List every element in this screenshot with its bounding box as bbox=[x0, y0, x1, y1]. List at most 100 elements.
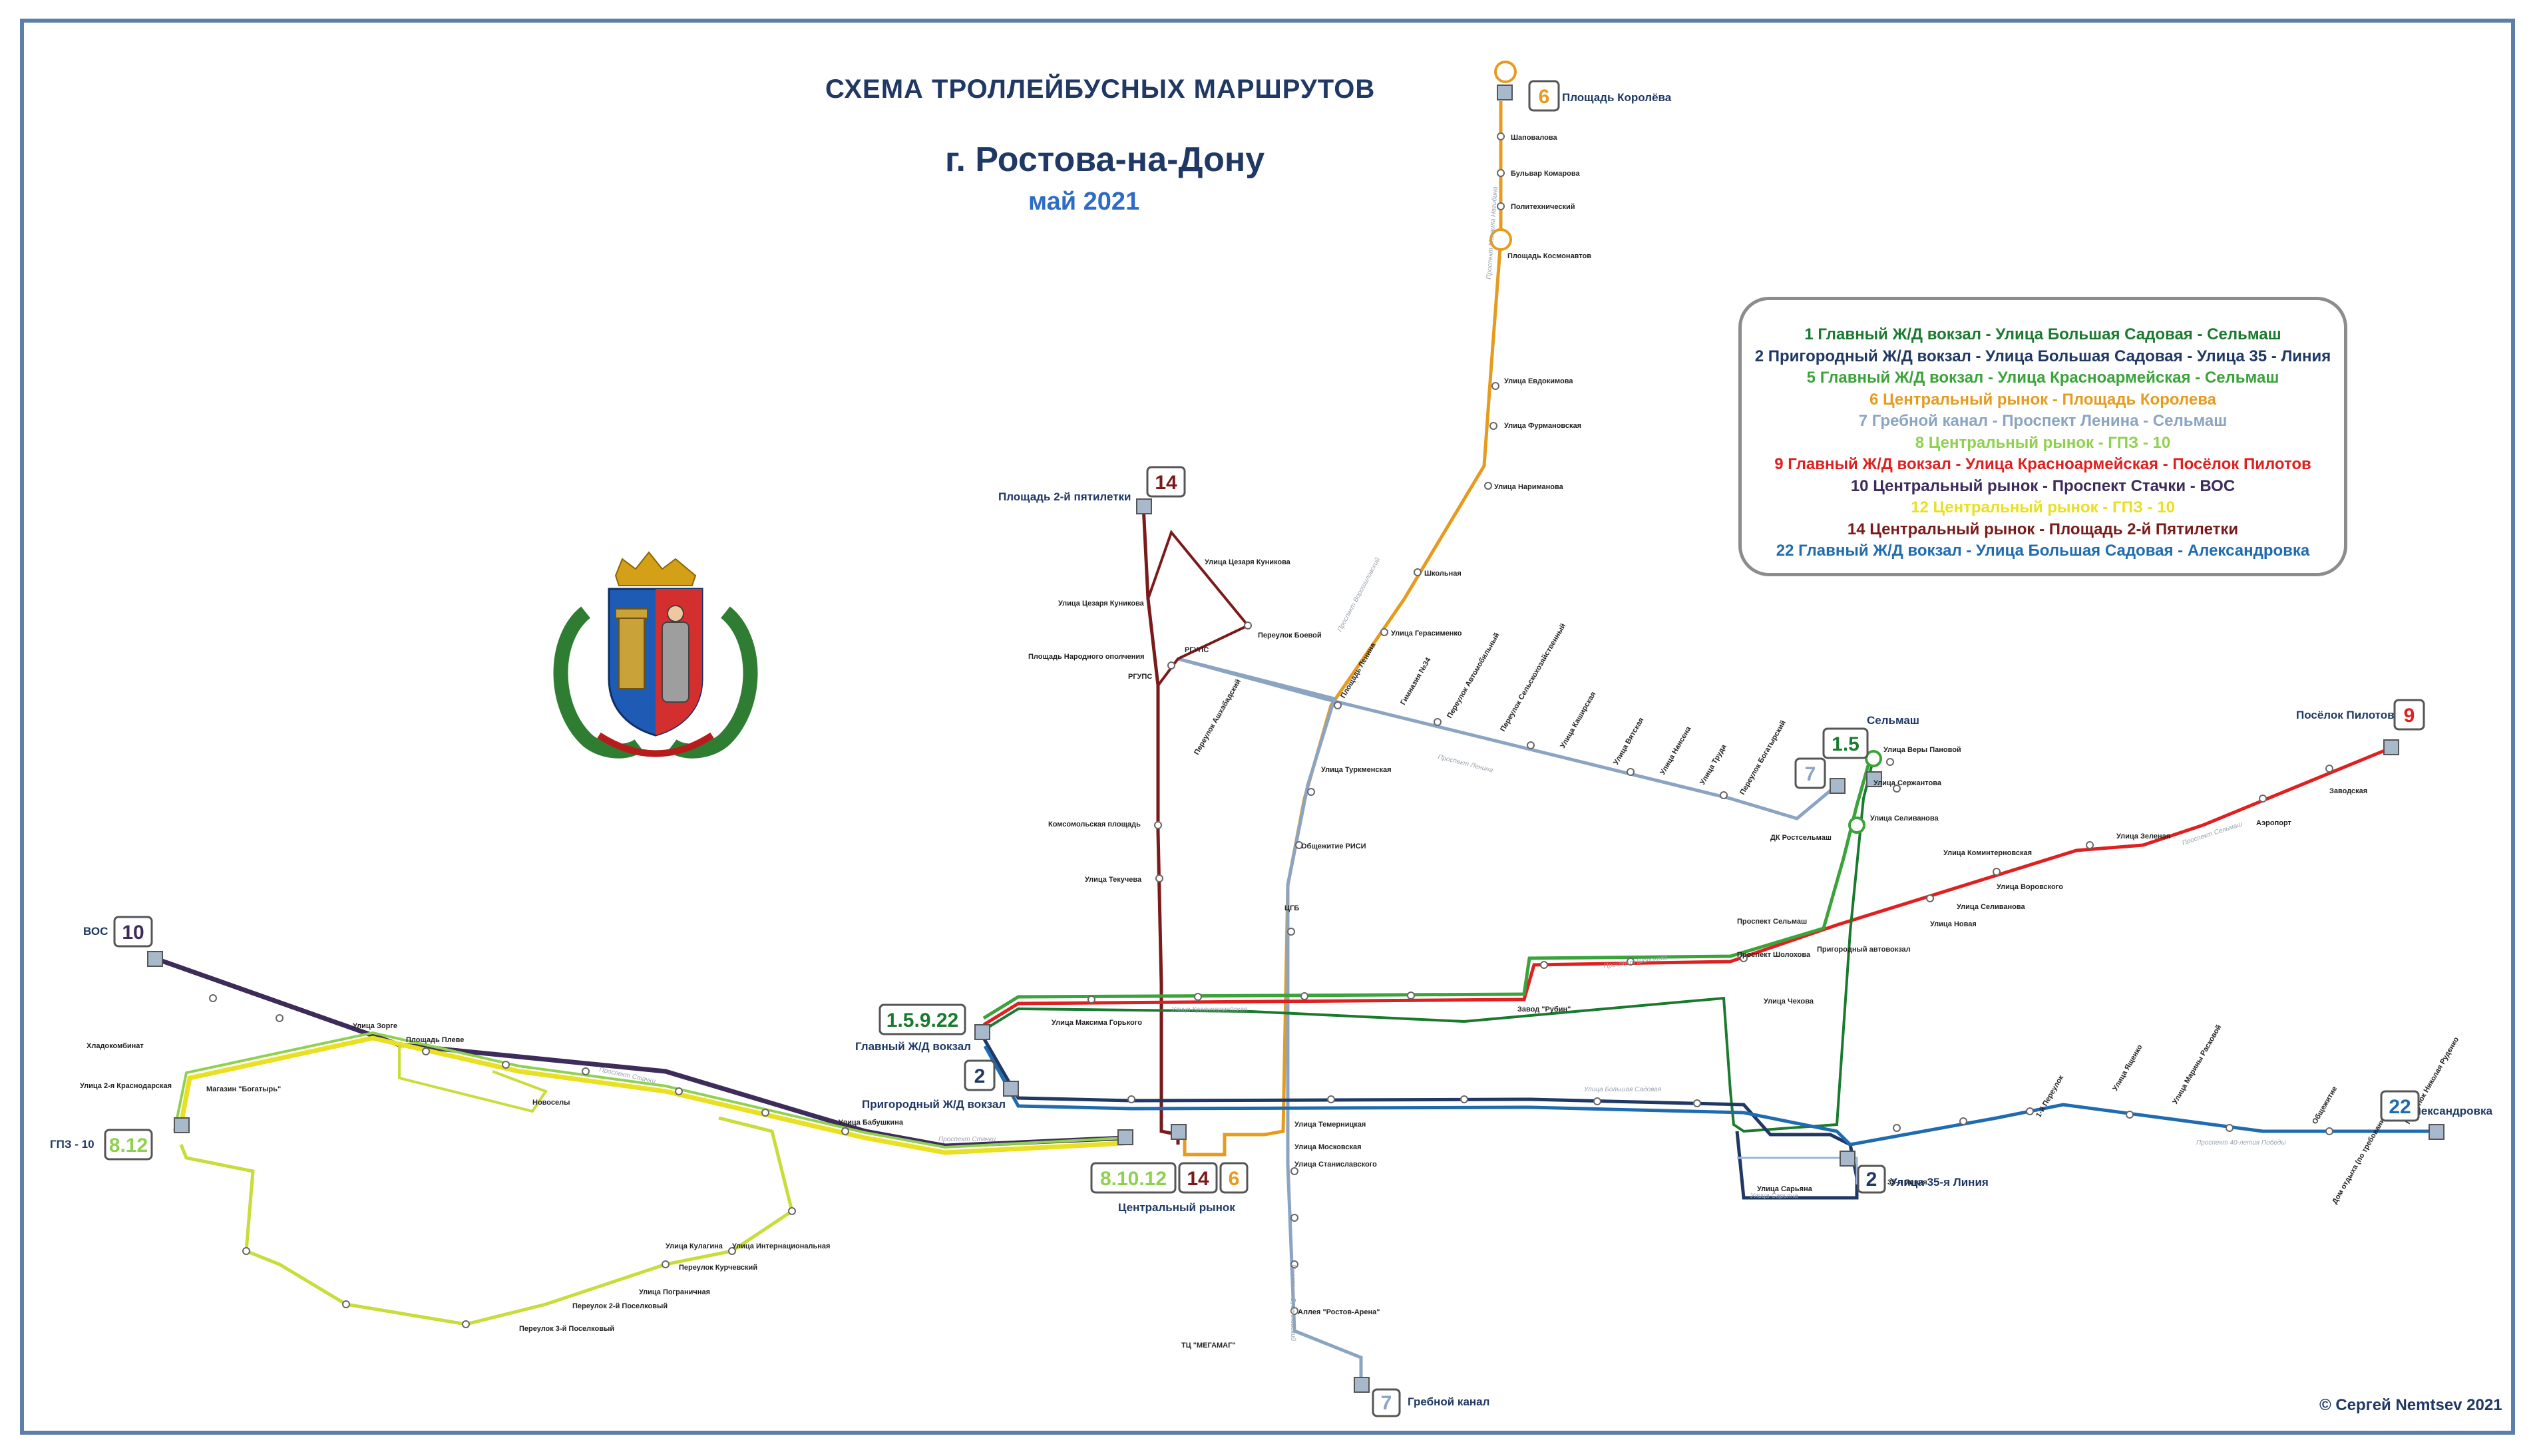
svg-text:8.10.12: 8.10.12 bbox=[1100, 1168, 1167, 1190]
stop-turkmenskaya: Улица Туркменская bbox=[1321, 766, 1392, 774]
route-badges: 6 14 7 1.5 9 10 8.12 1.5.9.22 2 8.10.12 … bbox=[104, 80, 2425, 1417]
svg-text:7: 7 bbox=[1381, 1392, 1392, 1414]
badge-14-center: 14 bbox=[1178, 1162, 1218, 1194]
svg-text:6: 6 bbox=[1229, 1168, 1240, 1190]
svg-text:1.5: 1.5 bbox=[1832, 733, 1859, 755]
badge-9: 9 bbox=[2393, 699, 2425, 731]
terminal-pilotov: Посёлок Пилотов bbox=[2296, 709, 2395, 721]
terminal-grebnoy: Гребной канал bbox=[1408, 1395, 1489, 1408]
legend-route-8: 8 Центральный рынок - ГПЗ - 10 bbox=[1915, 433, 2171, 452]
map-date: май 2021 bbox=[1028, 188, 1140, 216]
stop-chekhova: Улица Чехова bbox=[1764, 998, 1814, 1005]
stop-shkolnaya: Школьная bbox=[1424, 570, 1462, 578]
stop-zorge: Улица Зорге bbox=[353, 1022, 397, 1030]
stop-novaya: Улица Новая bbox=[1930, 920, 1977, 928]
badge-22: 22 bbox=[2380, 1090, 2420, 1122]
stop-tekucheva: Улица Текучева bbox=[1085, 876, 1142, 884]
stop-avtomob: Переулок Автомобильный bbox=[1446, 632, 1501, 719]
stop-rgups-w: РГУПС bbox=[1128, 673, 1152, 681]
city-title: г. Ростова-на-Дону bbox=[945, 140, 1265, 179]
route-8-line bbox=[173, 1031, 1125, 1149]
stop-rgups: РГУПС bbox=[1185, 646, 1209, 654]
legend-route-12: 12 Центральный рынок - ГПЗ - 10 bbox=[1911, 498, 2175, 516]
stop-furmanovskaya: Улица Фурмановская bbox=[1504, 422, 1581, 430]
stop-dk-rostselmash: ДК Ростсельмаш bbox=[1770, 834, 1832, 842]
stop-shapovalova: Шаповалова bbox=[1511, 134, 1557, 142]
svg-text:2: 2 bbox=[974, 1065, 986, 1087]
stop-zavodskaya: Заводская bbox=[2329, 787, 2367, 795]
terminal-korolev: Площадь Королёва bbox=[1562, 91, 1672, 104]
stop-pleve: Площадь Плеве bbox=[406, 1036, 464, 1044]
svg-text:6: 6 bbox=[1539, 86, 1550, 108]
svg-text:1.5.9.22: 1.5.9.22 bbox=[886, 1009, 958, 1031]
stop-rubin: Завод "Рубин" bbox=[1517, 1005, 1571, 1013]
terminal-gpz: ГПЗ - 10 bbox=[50, 1138, 95, 1151]
badge-8-10-12: 8.10.12 bbox=[1090, 1162, 1177, 1194]
stop-babushkina: Улица Бабушкина bbox=[839, 1119, 904, 1127]
street-40-pobedy: Проспект 40-летия Победы bbox=[2196, 1139, 2286, 1147]
street-sarjana: Улица Сарьяна bbox=[1750, 1192, 1798, 1200]
legend-route-9: 9 Главный Ж/Д вокзал - Улица Красноармей… bbox=[1774, 455, 2311, 473]
copyright: © Сергей Nemtsev 2021 bbox=[2319, 1396, 2502, 1414]
svg-text:8.12: 8.12 bbox=[109, 1135, 148, 1157]
stop-selskhoz: Переулок Сельскохозяйственный bbox=[1499, 622, 1567, 733]
stop-tsgb: ЦГБ bbox=[1284, 904, 1299, 912]
route-9-line bbox=[982, 747, 2390, 1027]
stop-opolcheniya: Площадь Народного ополчения bbox=[1028, 653, 1145, 661]
legend-route-5: 5 Главный Ж/Д вокзал - Улица Красноармей… bbox=[1806, 369, 2279, 387]
route-12-line bbox=[178, 1035, 1125, 1155]
stop-risi: Общежитие РИСИ bbox=[1301, 842, 1366, 850]
stop-internats: Улица Интернациональная bbox=[732, 1242, 830, 1250]
stop-lenina: Площадь Ленина bbox=[1339, 641, 1378, 699]
terminal-glavny: Главный Ж/Д вокзал bbox=[855, 1040, 971, 1053]
badge-6-center: 6 bbox=[1219, 1162, 1249, 1194]
legend-route-7: 7 Гребной канал - Проспект Ленина - Сель… bbox=[1858, 412, 2228, 430]
route-ring-13 bbox=[1737, 1157, 1858, 1184]
map-title: СХЕМА ТРОЛЛЕЙБУСНЫХ МАРШРУТОВ bbox=[825, 75, 1376, 104]
stop-politekh: Политехнический bbox=[1511, 203, 1575, 211]
badge-14-top: 14 bbox=[1146, 466, 1186, 498]
stop-vyatskaya: Улица Вятская bbox=[1612, 716, 1645, 766]
legend-route-14: 14 Центральный рынок - Площадь 2-й Пятил… bbox=[1847, 520, 2239, 538]
street-sadovaya: Улица Большая Садовая bbox=[1583, 1086, 1662, 1093]
badge-7-selmash: 7 bbox=[1794, 757, 1826, 789]
route-2-line bbox=[982, 1037, 1859, 1200]
stop-selivanova-s: Улица Селиванова bbox=[1957, 903, 2025, 911]
stop-zelenaya: Улица Зеленая bbox=[2116, 832, 2170, 840]
svg-text:14: 14 bbox=[1187, 1168, 1209, 1190]
stop-komsomolskaya: Комсомольская площадь bbox=[1048, 820, 1141, 828]
terminal-pyatiletka: Площадь 2-й пятилетки bbox=[998, 490, 1131, 503]
stop-dom-otdykha: Дом отдыха (по требованию) bbox=[2331, 1109, 2391, 1206]
stop-truda: Улица Труда bbox=[1698, 743, 1728, 786]
terminal-tsentr: Центральный рынок bbox=[1118, 1201, 1235, 1214]
stop-khladokombinat: Хладокомбинат bbox=[87, 1042, 144, 1050]
stop-temernitskaya: Улица Темерницкая bbox=[1294, 1121, 1366, 1129]
badge-10: 10 bbox=[113, 916, 153, 948]
stop-sarjana: Улица Сарьяна bbox=[1757, 1185, 1813, 1193]
terminal-prigorodny: Пригородный Ж/Д вокзал bbox=[862, 1098, 1006, 1111]
stop-obshchezhitie: Общежитие bbox=[2311, 1085, 2339, 1126]
stop-1-pereulok: 1-й Переулок bbox=[2035, 1073, 2065, 1119]
stop-rostov-arena: Аллея "Ростов-Арена" bbox=[1298, 1308, 1380, 1316]
street-lenina: Проспект Ленина bbox=[1437, 753, 1493, 774]
route-8-12-west bbox=[398, 1045, 548, 1113]
stop-kominternovskaya: Улица Коминтерновская bbox=[1943, 849, 2032, 857]
badge-7-bottom: 7 bbox=[1372, 1388, 1401, 1417]
transfer-hubs bbox=[1489, 61, 1517, 251]
route-7-line bbox=[1177, 657, 1838, 1384]
street-budenovsky: Проспект Буденновский bbox=[1289, 1264, 1296, 1342]
legend-route-2: 2 Пригородный Ж/Д вокзал - Улица Большая… bbox=[1754, 347, 2331, 365]
stop-boevoy: Переулок Боевой bbox=[1258, 632, 1322, 639]
svg-text:2: 2 bbox=[1866, 1169, 1877, 1190]
stop-selivanova: Улица Селиванова bbox=[1870, 815, 1939, 822]
terminal-35-liniya: Улица 35-я Линия bbox=[1890, 1176, 1989, 1188]
legend-route-22: 22 Главный Ж/Д вокзал - Улица Большая Са… bbox=[1776, 542, 2310, 560]
street-selmash: Проспект Сельмаш bbox=[2182, 820, 2244, 847]
street-voroshilovsky: Проспект Ворошиловский bbox=[1336, 556, 1382, 634]
stop-gorkogo: Улица Максима Горького bbox=[1052, 1019, 1142, 1027]
terminal-markers bbox=[147, 85, 2444, 1393]
stop-pogranichnaya: Улица Пограничная bbox=[639, 1288, 710, 1296]
stop-stanislavskogo: Улица Станиславского bbox=[1294, 1161, 1377, 1169]
stop-yashchenko: Улица Ященко bbox=[2111, 1043, 2144, 1093]
